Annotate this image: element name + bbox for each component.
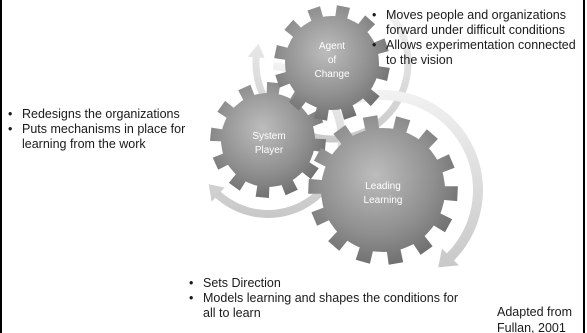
system-bullet-2: Puts mechanisms in place for learning fr… bbox=[8, 122, 203, 152]
leading-bullet-2: Models learning and shapes the condition… bbox=[189, 291, 459, 321]
arrow-system bbox=[208, 62, 346, 218]
citation-line1: Adapted from bbox=[497, 305, 573, 319]
gear-system-label: System Player bbox=[234, 130, 304, 158]
citation: Adapted from Fullan, 2001 bbox=[497, 304, 572, 333]
gear-system-line1: System bbox=[252, 131, 286, 142]
citation-line2: Fullan, 2001 bbox=[497, 321, 566, 333]
gear-system bbox=[210, 82, 326, 198]
agent-bullet-2: Allows experimentation connected to the … bbox=[372, 38, 583, 68]
gear-leading bbox=[308, 115, 458, 265]
gear-leading-line1: Leading bbox=[365, 181, 401, 192]
system-bullets: Redesigns the organizations Puts mechani… bbox=[8, 107, 203, 152]
agent-bullets: Moves people and organizations forward u… bbox=[372, 8, 583, 68]
leading-bullets: Sets Direction Models learning and shape… bbox=[189, 276, 459, 321]
gear-agent-line1: Agent bbox=[318, 41, 346, 52]
gear-agent-line3: Change bbox=[314, 69, 350, 80]
gear-agent-line2: of bbox=[327, 55, 337, 66]
gear-leading-line2: Learning bbox=[363, 195, 403, 206]
gear-agent bbox=[274, 5, 390, 121]
gear-system-line2: Player bbox=[254, 145, 284, 156]
gear-leading-label: Leading Learning bbox=[343, 180, 423, 208]
gear-agent-label: Agent of Change bbox=[302, 40, 362, 82]
agent-bullet-1: Moves people and organizations forward u… bbox=[372, 8, 583, 38]
leading-bullet-1: Sets Direction bbox=[189, 276, 459, 291]
system-bullet-1: Redesigns the organizations bbox=[8, 107, 203, 122]
